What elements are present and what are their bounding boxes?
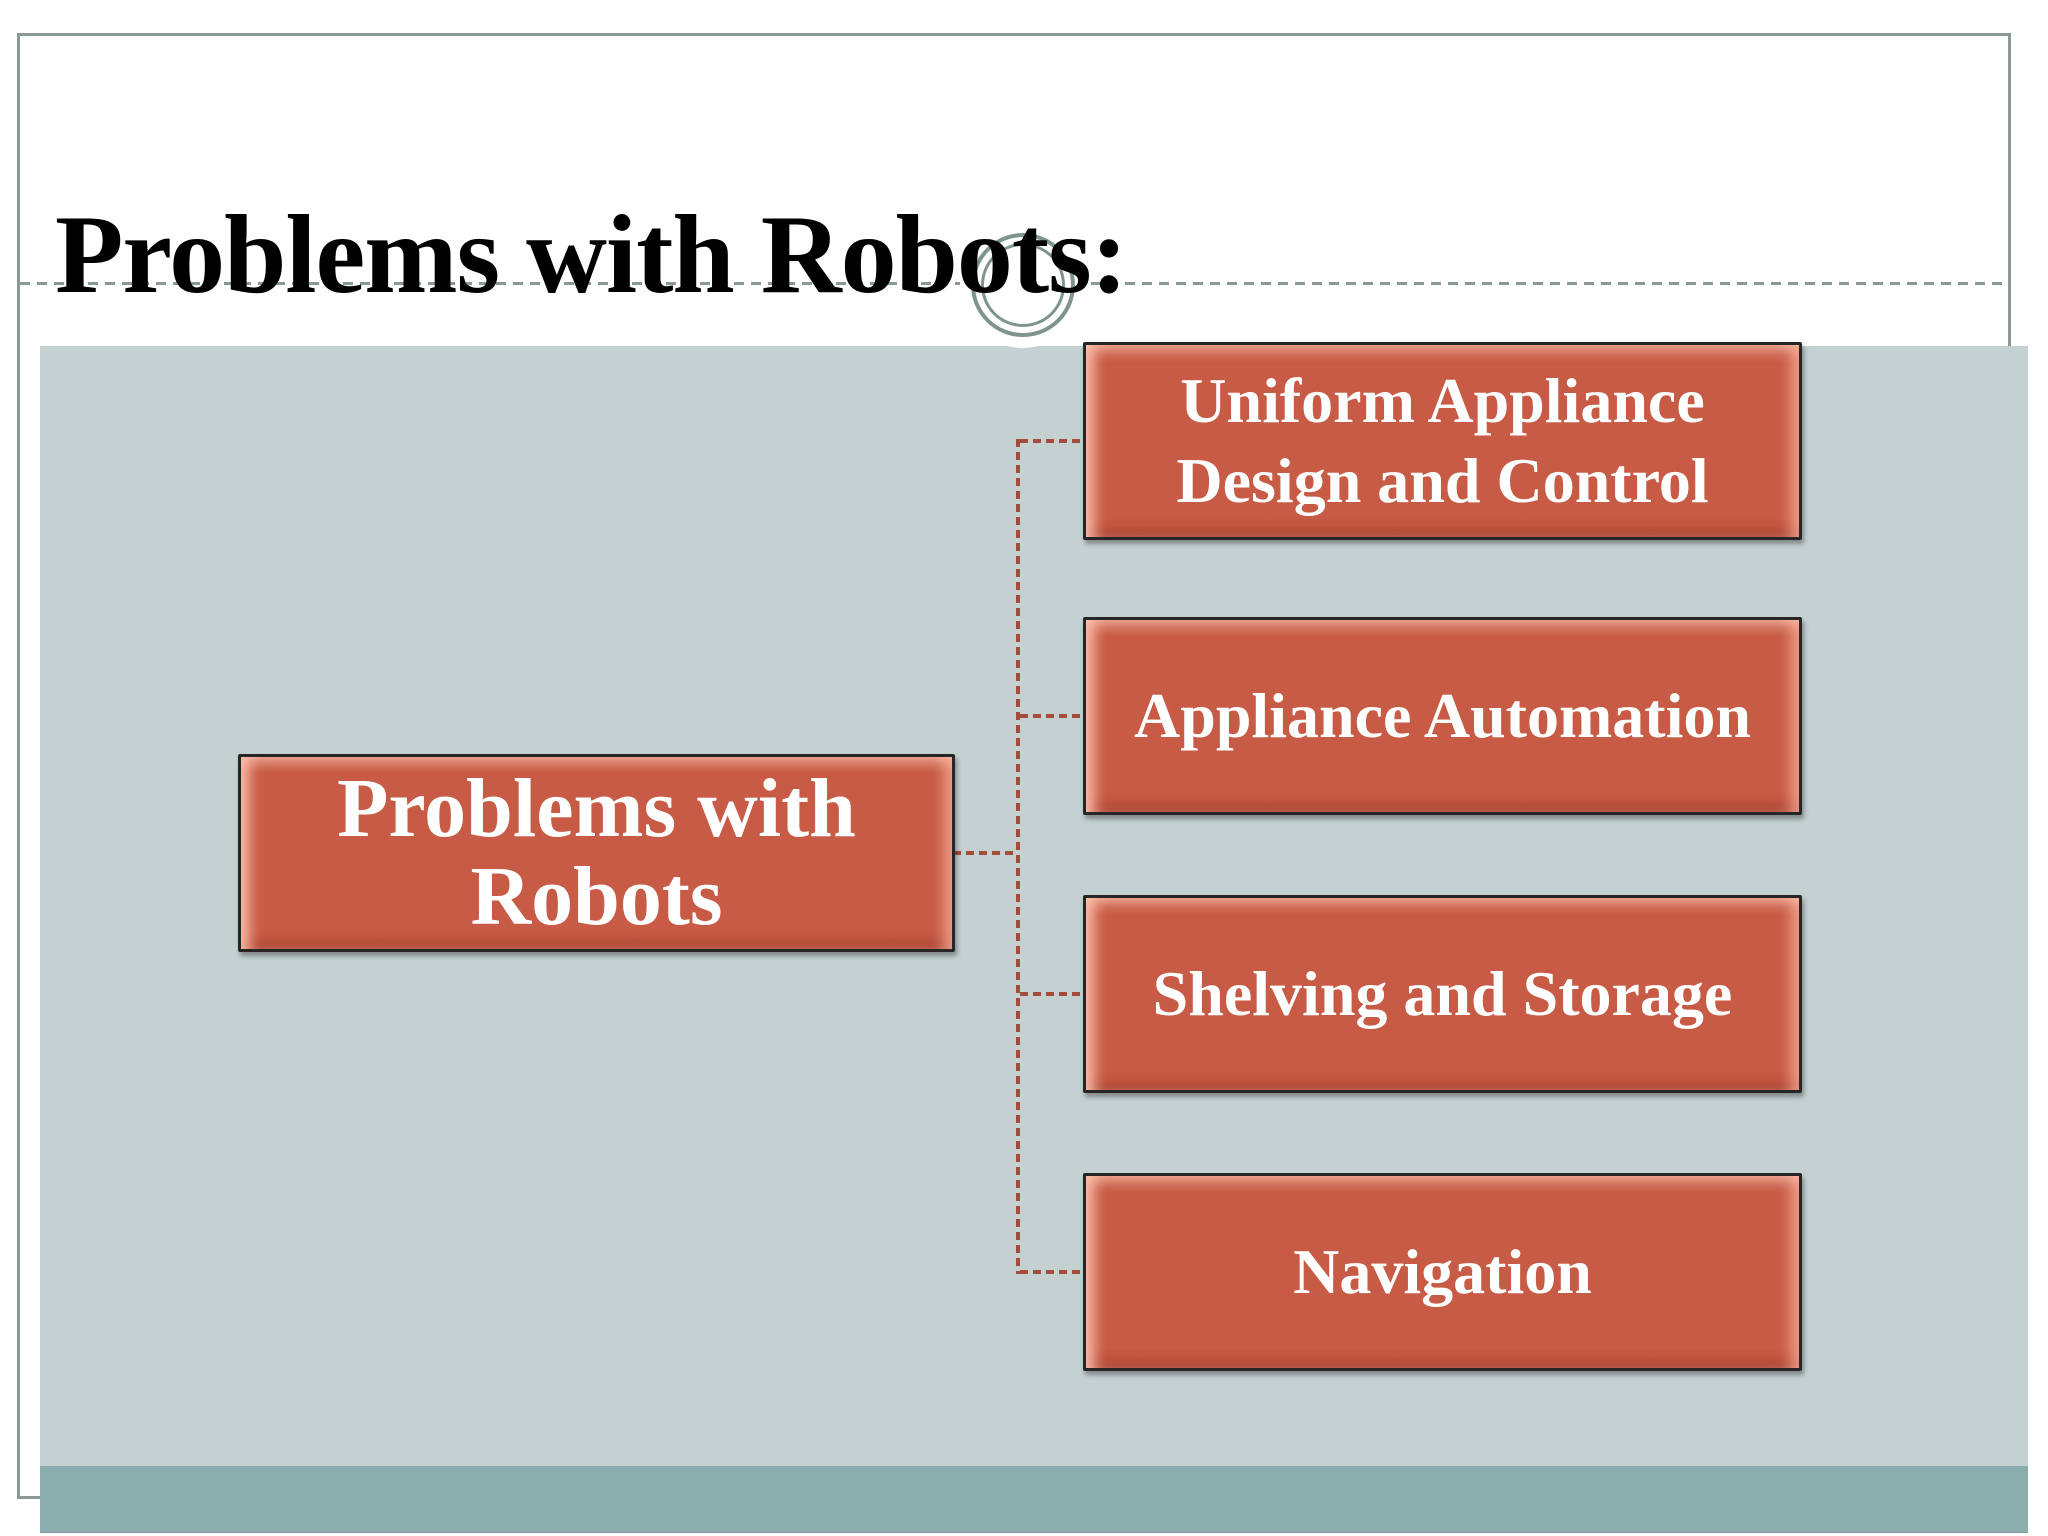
diagram-child-node-navigation: Navigation — [1083, 1173, 1802, 1371]
connector-branch-3 — [1020, 992, 1083, 996]
connector-branch-1 — [1020, 439, 1083, 443]
diagram-child-node-appliance-automation: Appliance Automation — [1083, 617, 1802, 815]
diagram-child-label: Navigation — [1293, 1236, 1592, 1307]
diagram-child-label: Shelving and Storage — [1152, 958, 1733, 1029]
connector-branch-4 — [1020, 1270, 1083, 1274]
footer-bar — [40, 1466, 2028, 1533]
double-circle-ornament — [971, 233, 1075, 337]
connector-branch-2 — [1020, 714, 1083, 718]
diagram-child-label: Appliance Automation — [1134, 680, 1751, 751]
diagram-child-node-uniform-appliance: Uniform Appliance Design and Control — [1083, 342, 1802, 540]
slide-title: Problems with Robots: — [55, 193, 1128, 318]
diagram-child-label: Uniform Appliance Design and Control — [1176, 365, 1709, 516]
diagram-child-node-shelving-storage: Shelving and Storage — [1083, 895, 1802, 1093]
connector-root-stub — [953, 851, 1018, 855]
diagram-root-node: Problems with Robots — [238, 754, 955, 952]
inner-circle-ring — [981, 243, 1065, 327]
connector-vertical-spine — [1016, 439, 1020, 1274]
diagram-root-label: Problems with Robots — [337, 761, 856, 943]
